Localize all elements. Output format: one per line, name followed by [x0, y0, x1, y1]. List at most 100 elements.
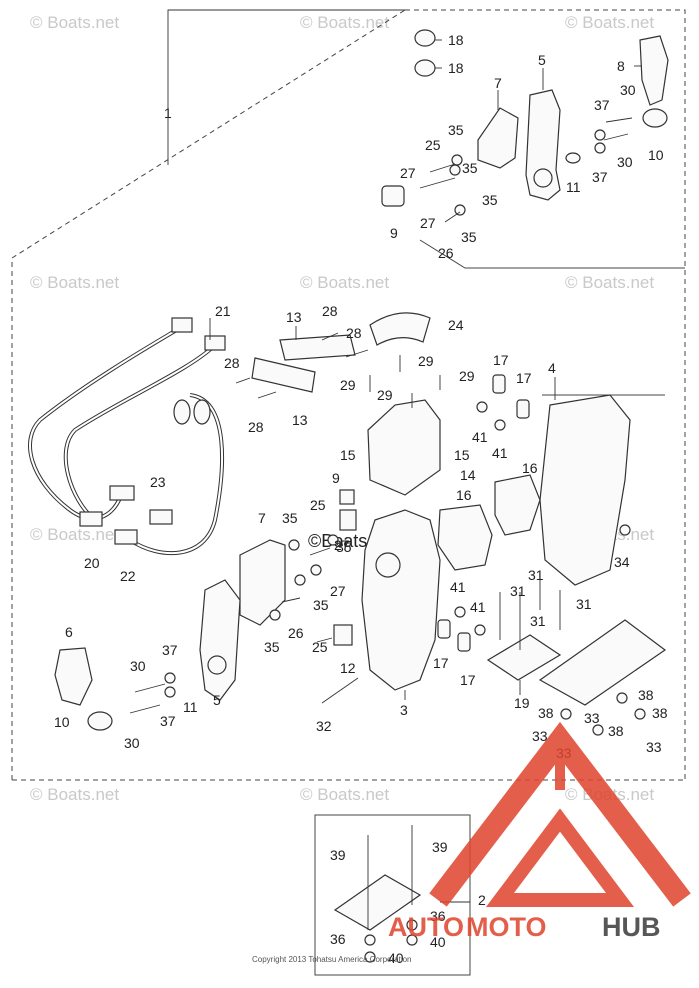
part-shapes: [54, 29, 669, 963]
callout-7: 7: [258, 510, 266, 526]
callout-15: 15: [340, 447, 356, 463]
copyright-text: Copyright 2013 Tohatsu America Corporati…: [252, 955, 412, 964]
callout-10: 10: [648, 147, 664, 163]
callout-33: 33: [532, 728, 548, 744]
callout-27: 27: [334, 537, 350, 553]
callout-17: 17: [493, 352, 509, 368]
watermark: © Boats.net: [300, 785, 389, 804]
callout-39: 39: [432, 839, 448, 855]
callout-17: 17: [516, 370, 532, 386]
watermark: © Boats.net: [30, 13, 119, 32]
callout-30: 30: [617, 154, 633, 170]
callout-25: 25: [312, 639, 328, 655]
callout-12: 12: [340, 660, 356, 676]
callout-41: 41: [492, 445, 508, 461]
bolts: [129, 117, 633, 930]
callout-30: 30: [124, 735, 140, 751]
callout-3: 3: [400, 702, 408, 718]
callout-29: 29: [377, 387, 393, 403]
callout-29: 29: [459, 368, 475, 384]
callout-4: 4: [548, 360, 556, 376]
callout-32: 32: [316, 718, 332, 734]
callout-16: 16: [522, 460, 538, 476]
callout-28: 28: [346, 325, 362, 341]
callout-35: 35: [448, 122, 464, 138]
callout-5: 5: [213, 692, 221, 708]
callout-35: 35: [461, 229, 477, 245]
callout-23: 23: [150, 474, 166, 490]
kit-outline-1: [11, 9, 686, 781]
callout-13: 13: [286, 309, 302, 325]
callout-11: 11: [566, 179, 581, 195]
callout-29: 29: [418, 353, 434, 369]
callout-24: 24: [448, 317, 464, 333]
callout-36: 36: [430, 908, 446, 924]
callout-27: 27: [420, 215, 436, 231]
brand-hub: HUB: [602, 912, 661, 942]
callout-14: 14: [460, 467, 476, 483]
callout-18: 18: [448, 60, 464, 76]
callout-1: 1: [164, 105, 172, 121]
callout-36: 36: [330, 931, 346, 947]
watermark: © Boats.net: [30, 785, 119, 804]
callout-41: 41: [450, 579, 466, 595]
callout-31: 31: [510, 583, 526, 599]
callout-41: 41: [472, 429, 488, 445]
upper-subassembly-frame: [419, 239, 685, 396]
callout-38: 38: [638, 687, 654, 703]
callout-28: 28: [322, 303, 338, 319]
callout-27: 27: [330, 583, 346, 599]
brand-moto: MOTO: [466, 912, 547, 942]
callout-17: 17: [433, 655, 449, 671]
callout-8: 8: [617, 58, 625, 74]
watermark: © Boats.net: [565, 273, 654, 292]
callout-40: 40: [430, 934, 446, 950]
callout-9: 9: [332, 470, 340, 486]
brand-logo: AUTO MOTO HUB: [388, 721, 691, 942]
callout-35: 35: [462, 160, 478, 176]
callout-37: 37: [160, 713, 176, 729]
callout-2: 2: [478, 892, 486, 908]
callout-37: 37: [162, 642, 178, 658]
callout-31: 31: [528, 567, 544, 583]
callout-18: 18: [448, 32, 464, 48]
brand-auto: AUTO: [388, 912, 464, 942]
callout-30: 30: [130, 658, 146, 674]
watermark: © Boats.net: [30, 273, 119, 292]
callouts: 18 18 5 8 7 1 30 37 35 25 10 30 35 27 37…: [54, 32, 668, 966]
callout-30: 30: [620, 82, 636, 98]
callout-33: 33: [646, 739, 662, 755]
callout-35: 35: [482, 192, 498, 208]
callout-33: 33: [584, 710, 600, 726]
watermark: © Boats.net: [30, 525, 119, 544]
callout-5: 5: [538, 52, 546, 68]
callout-34: 34: [614, 554, 630, 570]
callout-35: 35: [336, 539, 352, 555]
callout-19: 19: [514, 695, 530, 711]
leader-lines: [209, 39, 642, 903]
callout-37: 37: [592, 169, 608, 185]
callout-28: 28: [248, 419, 264, 435]
callout-13: 13: [292, 412, 308, 428]
watermark: © Boats.net: [300, 13, 389, 32]
callout-7: 7: [494, 75, 502, 91]
watermark: © Boats.net: [300, 273, 389, 292]
callout-31: 31: [576, 596, 592, 612]
callout-40: 40: [388, 950, 404, 966]
callout-20: 20: [84, 555, 100, 571]
callout-39: 39: [330, 847, 346, 863]
callout-10: 10: [54, 714, 70, 730]
callout-21: 21: [215, 303, 231, 319]
callout-11: 11: [183, 699, 198, 715]
callout-38: 38: [608, 723, 624, 739]
callout-16: 16: [456, 487, 472, 503]
callout-9: 9: [390, 225, 398, 241]
wire-harness: [28, 317, 226, 556]
callout-26: 26: [288, 625, 304, 641]
callout-38: 38: [652, 705, 668, 721]
watermark: © Boats.net: [565, 13, 654, 32]
callout-25: 25: [310, 497, 326, 513]
callout-35: 35: [282, 510, 298, 526]
callout-38: 38: [538, 705, 554, 721]
